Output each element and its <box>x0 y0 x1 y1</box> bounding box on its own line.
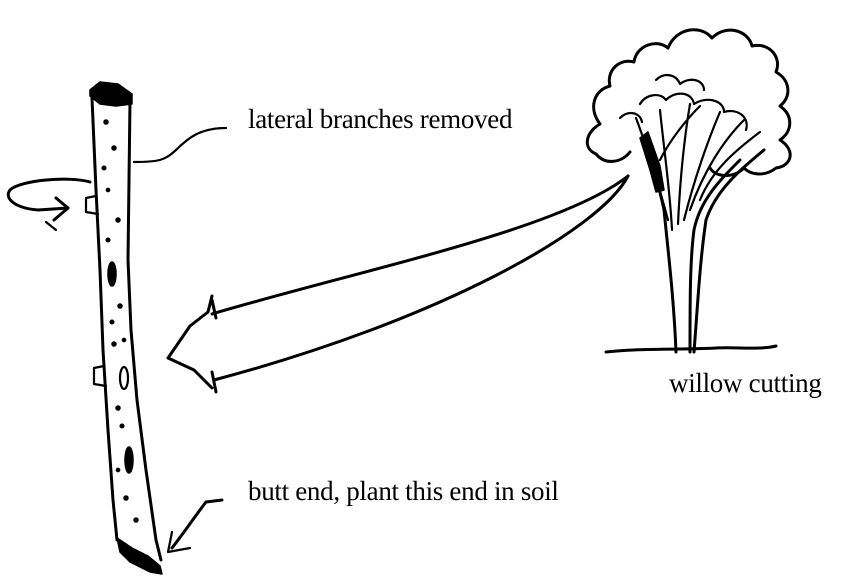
cutting-stake <box>86 82 162 574</box>
stake-bottom-cut <box>117 538 162 574</box>
lateral-branches-leader <box>134 128 226 162</box>
stake-left-edge <box>92 98 117 540</box>
cutting-direction-arrow <box>168 176 628 392</box>
stake-right-edge <box>128 102 161 560</box>
stake-top-cut <box>90 82 132 106</box>
bud-scar <box>108 262 116 286</box>
label-butt-end: butt end, plant this end in soil <box>248 476 559 507</box>
removal-curved-arrow <box>8 179 90 230</box>
label-willow-cutting: willow cutting <box>669 368 822 399</box>
bud-scar <box>120 367 128 389</box>
bud-scar <box>125 447 133 473</box>
butt-end-pointer-arrow <box>168 500 222 552</box>
label-lateral-branches-removed: lateral branches removed <box>248 104 512 135</box>
